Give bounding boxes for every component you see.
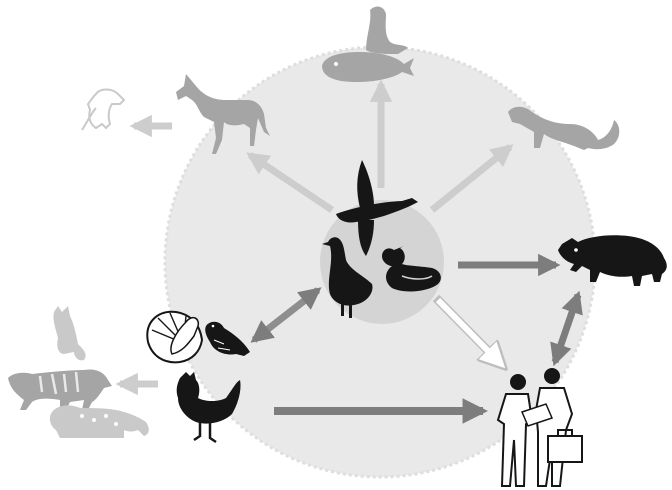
arrow-to-humans-inner	[435, 297, 500, 363]
ferret-icon	[508, 106, 620, 150]
people-icon	[496, 368, 583, 487]
seal-whale-icon	[322, 6, 414, 82]
arrow-to-horse	[246, 152, 334, 213]
cat-tiger-leopard-icon	[8, 306, 149, 438]
arrows	[115, 79, 583, 424]
arrow-to-ferret	[429, 144, 514, 213]
turkey-quail-chicken-icon	[146, 310, 250, 444]
pig-icon	[558, 235, 667, 286]
horse-icon	[176, 74, 270, 154]
arrow-pig-humans	[550, 290, 583, 367]
dog-icon	[81, 88, 126, 131]
goose-duck-icon	[322, 160, 441, 318]
arrow-waterfowl-poultry	[250, 287, 322, 343]
